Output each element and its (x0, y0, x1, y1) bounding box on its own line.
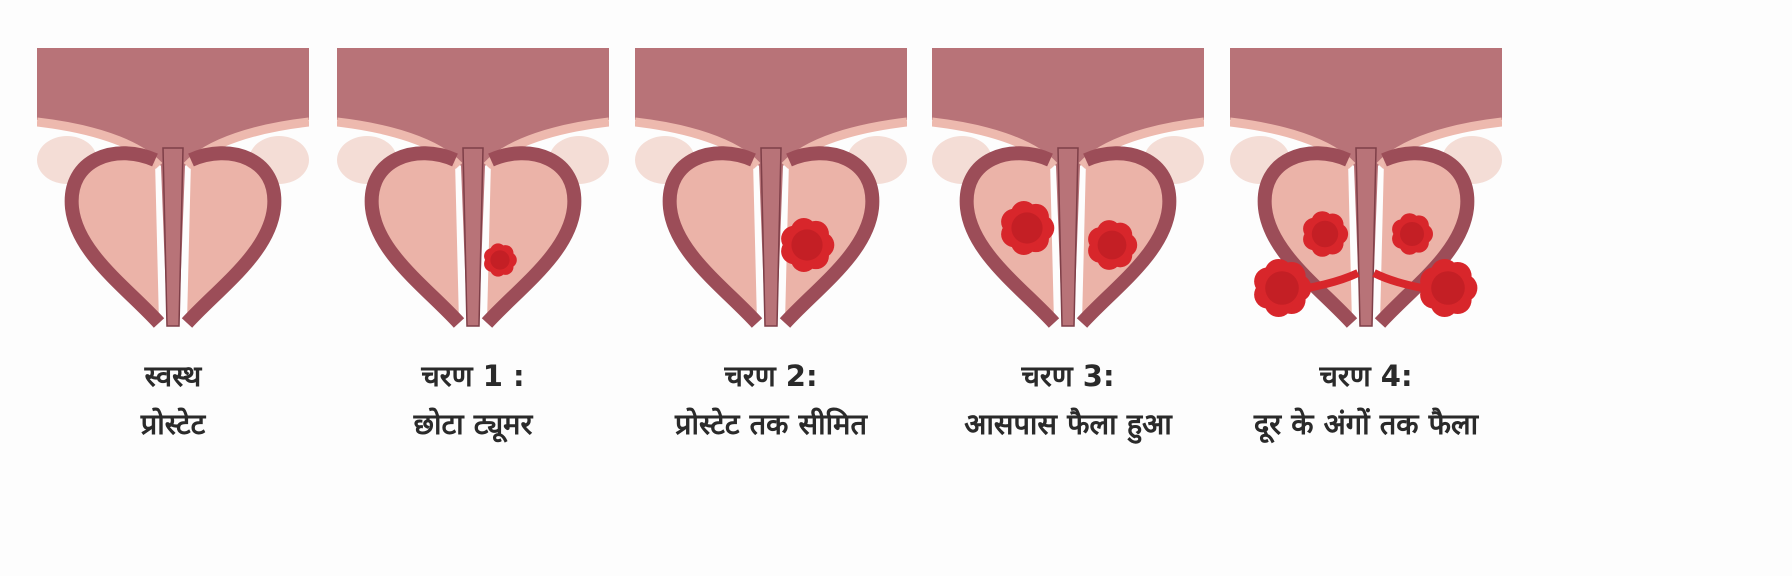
prostate-illustration-stage-4 (1229, 48, 1503, 328)
tumor (1303, 211, 1349, 257)
prostate-capsule-left (364, 146, 465, 328)
stage-description: आसपास फैला हुआ (964, 407, 1172, 441)
prostate-illustration-stage-3 (931, 48, 1205, 328)
prostate-illustration-stage-0 (36, 48, 310, 328)
tumor (781, 218, 835, 272)
prostate-illustration-stage-2 (634, 48, 908, 328)
stage-title: स्वस्थ (144, 359, 202, 393)
prostate-capsule-left (64, 146, 165, 328)
stage-description: दूर के अंगों तक फैला (1253, 407, 1479, 441)
stage-label: चरण 2: प्रोस्टेट तक सीमित (591, 352, 951, 448)
tumor (1420, 258, 1478, 318)
stage-title: चरण 3: (1021, 359, 1115, 393)
stage-label: चरण 1 : छोटा ट्यूमर (293, 352, 653, 448)
stage-description: प्रोस्टेट (140, 407, 206, 441)
stage-title: चरण 2: (724, 359, 818, 393)
urethra (462, 147, 484, 327)
stage-label: चरण 3: आसपास फैला हुआ (888, 352, 1248, 448)
stage-label: स्वस्थ प्रोस्टेट (0, 352, 353, 448)
prostate-capsule-right (481, 146, 582, 328)
stage-title: चरण 1 : (421, 359, 525, 393)
tumor (1392, 213, 1433, 255)
urethra (162, 147, 184, 327)
stage-description: छोटा ट्यूमर (413, 407, 533, 441)
stage-description: प्रोस्टेट तक सीमित (674, 407, 868, 441)
urethra (760, 147, 782, 327)
prostate-capsule-left (662, 146, 763, 328)
prostate-capsule-right (181, 146, 282, 328)
tumor (1254, 258, 1312, 318)
tumor (1088, 220, 1138, 270)
urethra (1057, 147, 1079, 327)
stage-label: चरण 4: दूर के अंगों तक फैला (1186, 352, 1546, 448)
tumor (484, 243, 517, 277)
prostate-illustration-stage-1 (336, 48, 610, 328)
stage-title: चरण 4: (1319, 359, 1413, 393)
tumor (1001, 201, 1055, 255)
urethra (1355, 147, 1377, 327)
